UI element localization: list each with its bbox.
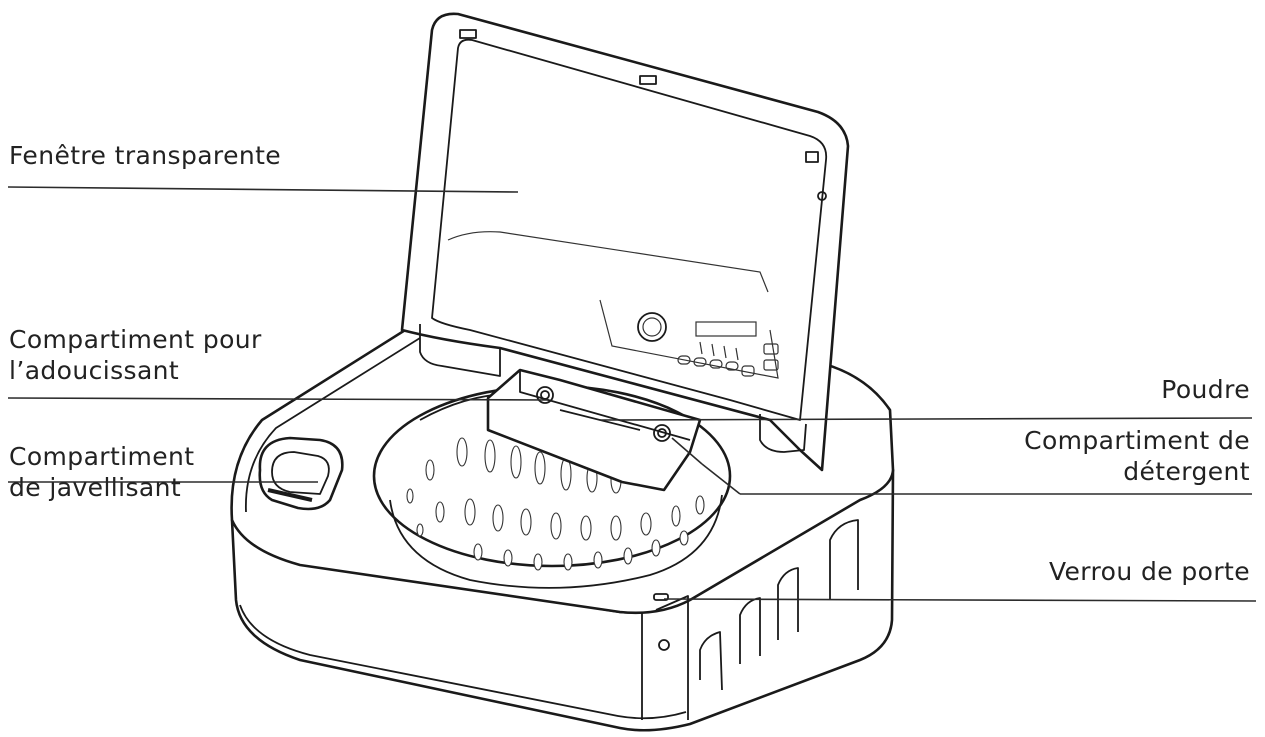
door-lock	[653, 593, 670, 651]
leader-powder	[599, 417, 1253, 421]
label-softener-line1: Compartiment pour	[9, 325, 262, 354]
label-powder-text: Poudre	[1161, 375, 1250, 404]
label-detergent: Compartiment de détergent	[1024, 425, 1250, 487]
label-door-lock: Verrou de porte	[1049, 556, 1250, 587]
label-window: Fenêtre transparente	[9, 140, 281, 171]
label-window-text: Fenêtre transparente	[9, 141, 282, 170]
label-bleach-line1: Compartiment	[9, 442, 195, 471]
label-bleach: Compartiment de javellisant	[9, 441, 195, 503]
leader-detergent	[671, 437, 703, 465]
label-detergent-line2: détergent	[1123, 457, 1250, 486]
leader-door-lock	[663, 598, 1257, 602]
washer-lid	[400, 12, 850, 472]
leader-window	[7, 186, 519, 193]
label-softener-line2: l’adoucissant	[9, 356, 180, 385]
label-bleach-line2: de javellisant	[9, 473, 182, 502]
leader-softener	[7, 397, 549, 401]
label-softener: Compartiment pour l’adoucissant	[9, 324, 262, 386]
drum-holes	[406, 437, 705, 571]
bleach-compartment	[258, 436, 344, 511]
leader-lines	[7, 186, 1257, 602]
label-powder: Poudre	[1161, 374, 1250, 405]
label-detergent-line1: Compartiment de	[1024, 426, 1250, 455]
leader-detergent-2	[701, 463, 741, 495]
label-door-lock-text: Verrou de porte	[1048, 557, 1250, 586]
